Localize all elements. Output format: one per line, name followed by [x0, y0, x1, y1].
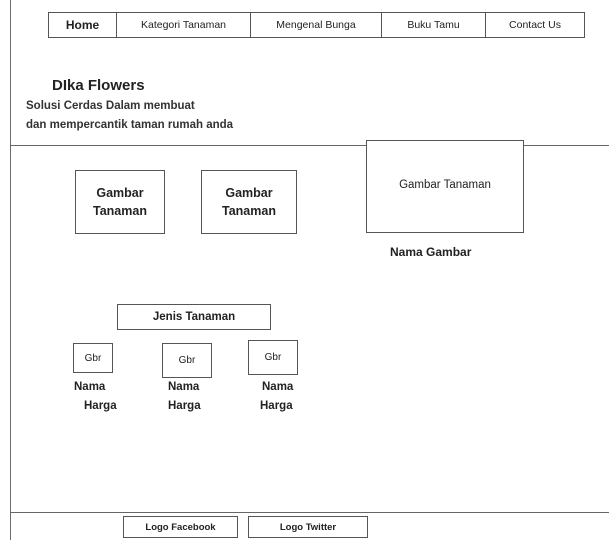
- brand-tagline: Solusi Cerdas Dalam membuat dan memperca…: [26, 97, 233, 135]
- thumb-1-line-2: Tanaman: [93, 204, 147, 218]
- product-name-1: Nama: [74, 381, 106, 393]
- featured-image[interactable]: Gambar Tanaman: [366, 140, 524, 233]
- featured-image-name: Nama Gambar: [390, 245, 472, 259]
- product-info-2: Nama Harga: [168, 378, 201, 416]
- nav-kategori-tanaman[interactable]: Kategori Tanaman: [117, 13, 251, 37]
- product-price-2: Harga: [168, 400, 201, 412]
- header-divider-left: [10, 145, 366, 146]
- tagline-line-2: dan mempercantik taman rumah anda: [26, 119, 234, 131]
- brand-title: DIka Flowers: [52, 77, 145, 94]
- tagline-line-1: Solusi Cerdas Dalam membuat: [26, 100, 195, 112]
- thumb-2-line-1: Gambar: [225, 186, 273, 200]
- twitter-logo-link[interactable]: Logo Twitter: [248, 516, 368, 538]
- header-divider-right: [524, 145, 609, 146]
- thumb-2-line-2: Tanaman: [222, 204, 276, 218]
- product-name-2: Nama: [168, 381, 200, 393]
- product-image-2[interactable]: Gbr: [162, 343, 212, 378]
- nav-home[interactable]: Home: [49, 13, 117, 37]
- product-info-1: Nama Harga: [74, 378, 117, 416]
- main-nav: Home Kategori Tanaman Mengenal Bunga Buk…: [48, 12, 585, 38]
- gallery-thumb-2[interactable]: Gambar Tanaman: [201, 170, 297, 234]
- facebook-logo-link[interactable]: Logo Facebook: [123, 516, 238, 538]
- page-frame: [10, 0, 609, 540]
- thumb-1-line-1: Gambar: [96, 186, 144, 200]
- product-info-3: Nama Harga: [260, 378, 293, 416]
- product-name-3: Nama: [262, 381, 294, 393]
- nav-buku-tamu[interactable]: Buku Tamu: [382, 13, 486, 37]
- nav-mengenal-bunga[interactable]: Mengenal Bunga: [251, 13, 382, 37]
- gallery-thumb-1[interactable]: Gambar Tanaman: [75, 170, 165, 234]
- nav-contact-us[interactable]: Contact Us: [509, 19, 561, 31]
- footer-divider: [10, 512, 609, 513]
- product-image-3[interactable]: Gbr: [248, 340, 298, 375]
- product-price-3: Harga: [260, 400, 293, 412]
- plant-type-section-label[interactable]: Jenis Tanaman: [117, 304, 271, 330]
- product-image-1[interactable]: Gbr: [73, 343, 113, 373]
- product-price-1: Harga: [84, 400, 117, 412]
